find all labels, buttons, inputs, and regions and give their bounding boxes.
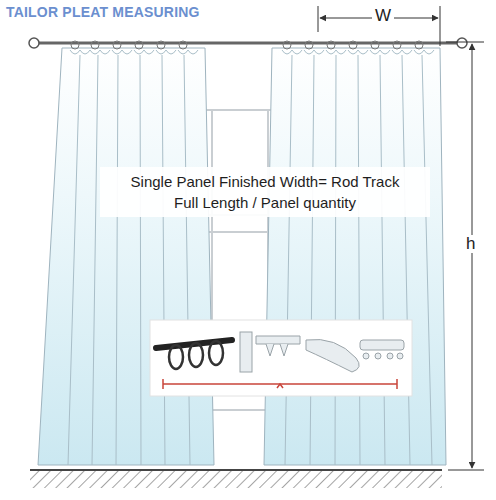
- formula-box: Single Panel Finished Width= Rod Track F…: [100, 167, 430, 217]
- hardware-inset: [150, 320, 412, 396]
- left-curtain: [38, 48, 214, 465]
- dimension-label: h: [463, 235, 478, 253]
- dimension-label: W: [372, 7, 394, 25]
- floor: [30, 470, 442, 488]
- curtain-rod: [29, 38, 467, 49]
- diagram-title: TAILOR PLEAT MEASURING: [6, 4, 200, 20]
- right-curtain: [264, 48, 446, 465]
- formula-text: Single Panel Finished Width= Rod Track F…: [118, 171, 412, 213]
- height-dimension: [446, 42, 484, 470]
- width-dimension: [318, 6, 440, 46]
